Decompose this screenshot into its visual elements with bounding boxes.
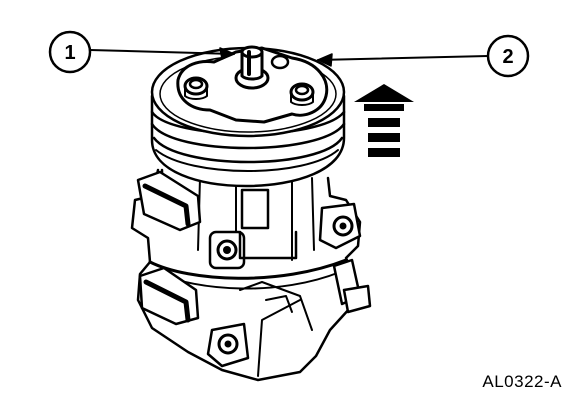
compressor-shaft-stud <box>234 45 270 90</box>
hub-bolt-right <box>289 82 315 106</box>
callout-2: 2 <box>317 34 530 78</box>
callout-1: 1 <box>48 30 235 74</box>
clutch-hub-plate <box>176 45 329 124</box>
figure-code: AL0322-A <box>482 372 562 391</box>
callout-2-number: 2 <box>502 46 513 68</box>
hub-bolt-left <box>183 76 209 100</box>
callout-1-number: 1 <box>64 42 75 64</box>
hub-bolt-top <box>270 54 290 70</box>
compressor-body <box>130 168 372 382</box>
up-arrow-icon <box>354 84 414 157</box>
